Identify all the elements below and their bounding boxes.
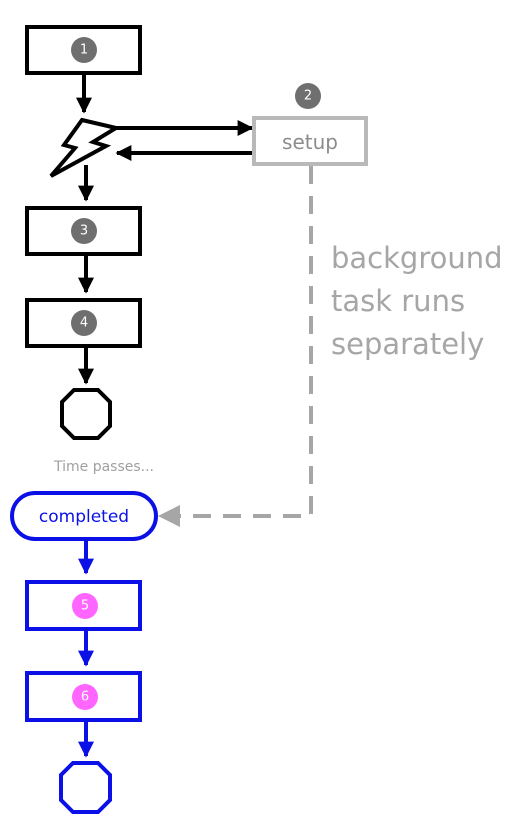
step-1-number: 1 (80, 43, 88, 58)
setup-label: setup (282, 130, 338, 154)
step-6-badge (72, 684, 98, 710)
step-3-number: 3 (80, 224, 88, 239)
step-5-box: 5 (25, 580, 142, 631)
step-5-badge (72, 593, 98, 619)
step-3-box: 3 (25, 206, 142, 256)
step-4-badge (71, 310, 97, 336)
step-3-badge (71, 218, 97, 244)
note-line-1: background (331, 241, 503, 275)
async-arrowhead (158, 505, 180, 527)
setup-box: setup (252, 116, 368, 166)
step-4-box: 4 (25, 298, 142, 348)
step-1-badge (71, 37, 97, 63)
note-line-2: task runs (331, 284, 465, 318)
completed-label: completed (39, 507, 129, 527)
note-line-3: separately (331, 327, 484, 361)
async-end-octagon (59, 761, 112, 814)
step-2-badge (295, 83, 321, 109)
step-6-box: 6 (25, 671, 142, 722)
step-6-number: 6 (81, 690, 89, 705)
completed-node: completed (10, 491, 158, 541)
step-1-box: 1 (25, 25, 142, 75)
end-octagon (60, 388, 112, 440)
async-dashed-line (168, 166, 313, 518)
step-2-number: 2 (304, 89, 312, 104)
lightning-icon (49, 117, 122, 178)
time-passes-label: Time passes... (53, 459, 154, 475)
step-4-number: 4 (80, 316, 88, 331)
step-5-number: 5 (81, 599, 89, 614)
